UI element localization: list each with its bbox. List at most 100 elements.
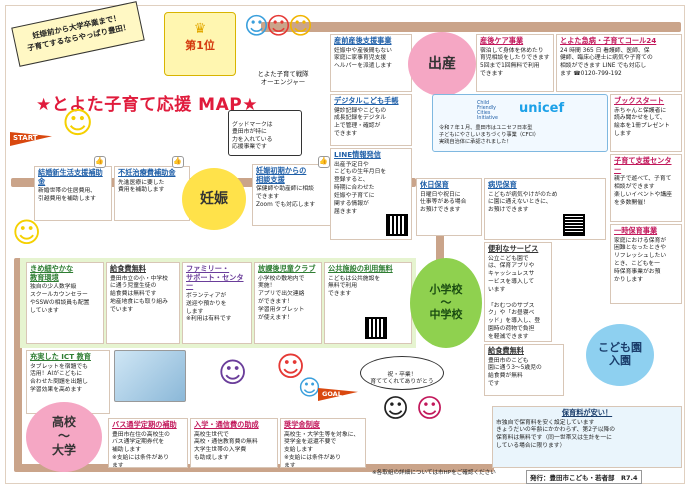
unicef-logo: unicef: [519, 101, 565, 116]
cell-childcare-center-title: 子育て支援センター: [614, 156, 672, 174]
cell-temporary-care-title: 一時保育事業: [614, 226, 658, 235]
map-board: 妊娠前から大学卒業まで！ 子育てするならやっぱり豊田！ ♛ 第1位 ☺ ☺ ☺ …: [5, 1, 685, 484]
celebrate-text: 祝・卒業！ 育ててくれてありがとう: [370, 371, 434, 386]
cell-infertility-body: 先進医療に要した 費用を補助します: [118, 179, 165, 194]
cell-education-env[interactable]: きめ細やかな 教育環境 独自の少人数学級 スクールカウンセラー やSSWの相談員…: [26, 262, 104, 344]
cell-childcare-center[interactable]: 子育て支援センター 親子で遊べて、子育て 相談ができます 楽しいイベントや講座 …: [610, 154, 682, 222]
start-flag: START: [10, 132, 54, 152]
cell-scholarship[interactable]: 奨学金制度 高校生・大学生等を対象に、 奨学金を返還不要で 支給します ※支給に…: [280, 418, 366, 468]
hero-character-icon: ☺: [218, 356, 248, 389]
cell-ict-title: 充実した ICT 教育: [30, 352, 91, 361]
cell-marriage-title: 結婚新生活支援補助金: [38, 168, 103, 186]
tablet-photo: [114, 350, 186, 402]
cell-pregnancy-consult[interactable]: 妊娠初期からの 相談支援 保健師や助産師に相談 できます Zoom でも対応しま…: [252, 164, 332, 226]
cell-public-facility-body: こどもは公共施設を 無料で利用 できます: [328, 275, 381, 298]
cell-digital-handbook[interactable]: デジタルこども手帳 健診記録やこどもの 成長記録をデジタル 上で管理・確認が で…: [330, 94, 412, 146]
graduate-character-icon: ☺: [416, 394, 444, 424]
cell-bus-body: 豊田市在住の高校生の バス通学定期券代を 補助します ※支給には条件があり ます: [112, 431, 170, 468]
cell-family-support[interactable]: ファミリー・ サポート・センター ボランティアが 送迎や預かりを します ※利用…: [182, 262, 252, 344]
award-caption1: とよた子育て戦隊: [257, 70, 309, 78]
cell-infertility[interactable]: 不妊治療費補助金 先進医療に要した 費用を補助します: [114, 166, 190, 221]
cell-scholarship-body: 高校生・大学生等を対象に、 奨学金を返還不要で 支給します ※支給には条件があり…: [284, 431, 360, 468]
cell-holiday-care[interactable]: 休日保育 日曜日や祝日に 仕事等がある場合 お預けできます: [416, 178, 482, 236]
cell-sick-care[interactable]: 病児保育 こどもが病気やけがのため に園に通えないときに、 お預けできます: [484, 178, 606, 240]
cell-postpartum-care-title: 産後ケア事業: [480, 36, 524, 45]
hero-character-icon: ☺: [62, 106, 94, 141]
thumbs-up-icon: 👍: [318, 156, 330, 168]
qr-code-icon[interactable]: [385, 213, 409, 237]
cell-line-info[interactable]: LINE情報発信 出産予定日や こどもの生年月日を 登録すると、 時期に合わせた…: [330, 148, 412, 240]
hero-character-icon: ☺: [12, 216, 42, 249]
cell-line-info-body: 出産予定日や こどもの生年月日を 登録すると、 時期に合わせた 妊娠や子育てに …: [334, 161, 387, 215]
cell-free-meals-preschool[interactable]: 給食費無料 豊田市のこども 園に通う3～5歳児の 給食費が無料 です: [484, 344, 564, 396]
cell-postpartum-support-body: 妊娠中や産後間もない 家庭に家事育児支援 ヘルパーを派遣します: [334, 47, 392, 70]
qr-code-icon[interactable]: [562, 213, 586, 237]
stage-school-label: 小学校 ～ 中学校: [429, 283, 463, 322]
cell-family-support-body: ボランティアが 送迎や預かりを します ※利用は有料です: [186, 292, 232, 323]
cell-pregnancy-consult-title: 妊娠初期からの 相談支援: [256, 166, 307, 184]
cell-convenient-service-body: 公立こども園で は、保育アプリや キャッシュレスサ ービスを導入して います 「…: [488, 255, 541, 340]
cell-bookstart-body: 赤ちゃんと保護者に 読み聞かせをして、 絵本を1冊プレゼント します: [614, 107, 670, 138]
cell-bus[interactable]: バス通学定期の補助 豊田市在住の高校生の バス通学定期券代を 補助します ※支給…: [108, 418, 188, 468]
footer-issuer: 発行：豊田市こども・若者部 R7.4: [526, 470, 642, 484]
cell-sick-care-body: こどもが病気やけがのため に園に通えないときに、 お預けできます: [488, 191, 558, 214]
start-label: START: [13, 134, 38, 142]
hero-character-icon: ☺: [276, 350, 306, 383]
good-mark-text: グッドマークは 豊田市が特に 力を入れている 応援事業です: [232, 121, 273, 151]
cell-school-meals-body: 豊田市立の小・中学校 に通う児童生徒の 給食費は無料です 地産地食にも取り組み …: [110, 275, 168, 313]
cell-emergency-call-body: 24 時間 365 日 看護師、医師、保 健師、臨床心理士に病気や子育ての 相談…: [560, 47, 653, 78]
stage-birth-label: 出産: [428, 55, 456, 72]
cell-ict-body: タブレットを宿題でも 活用！AIがこどもに 合わせた問題を出題し 学習効果を高め…: [30, 363, 88, 394]
cell-postpartum-care[interactable]: 産後ケア事業 宿泊して身体を休めたり 育児相談をしたりできます 5回まで1回無料…: [476, 34, 554, 92]
cell-education-env-title: きめ細やかな 教育環境: [30, 264, 74, 282]
cell-digital-handbook-body: 健診記録やこどもの 成長記録をデジタル 上で管理・確認が できます: [334, 107, 387, 138]
cell-after-school[interactable]: 放課後児童クラブ 小学校の敷地内で 実施！ アプリで出欠連絡 ができます！ 学習…: [254, 262, 322, 344]
cell-public-facility[interactable]: 公共施設の利用無料 こどもは公共施設を 無料で利用 できます: [324, 262, 412, 344]
path-bottom: [14, 464, 494, 472]
hero-character-icon: ☺: [298, 376, 321, 401]
cell-convenient-service-title: 便利なサービス: [488, 244, 539, 253]
hero-character-icon: ☺: [266, 12, 292, 40]
cell-bookstart[interactable]: ブックスタート 赤ちゃんと保護者に 読み聞かせをして、 絵本を1冊プレゼント し…: [610, 94, 682, 152]
cell-sick-care-title: 病児保育: [488, 180, 517, 189]
goal-flag: GOAL: [318, 388, 358, 402]
award-caption2: オーエンジャー: [260, 78, 306, 86]
page-title: ★とよた子育て応援 MAP★: [36, 95, 258, 115]
cell-childcare-fee[interactable]: 保育料が安い！ 市独自で保育料を安く設定しています きょうだいの年齢にかかわらず…: [492, 406, 682, 468]
cell-postpartum-care-body: 宿泊して身体を休めたり 育児相談をしたりできます 5回まで1回無料で利用 できま…: [480, 47, 550, 78]
stage-preschool-label: こども園 入園: [598, 341, 642, 367]
award-caption: とよた子育て戦隊 オーエンジャー: [238, 70, 328, 86]
cell-marriage[interactable]: 結婚新生活支援補助金 新婚世帯の住居費用、 引越費用を補助します: [34, 166, 112, 221]
cell-emergency-call-title: とよた急病・子育てコール24: [560, 36, 657, 45]
hero-group: ☺ ☺ ☺: [244, 12, 314, 67]
cell-free-meals-preschool-title: 給食費無料: [488, 346, 524, 355]
cell-emergency-call[interactable]: とよた急病・子育てコール24 24 時間 365 日 看護師、医師、保 健師、臨…: [556, 34, 682, 92]
goal-label: GOAL: [322, 390, 342, 398]
cell-pregnancy-consult-body: 保健師や助産師に相談 できます Zoom でも対応します: [256, 186, 316, 208]
cell-school-meals-title: 給食費無料: [110, 264, 146, 273]
award-badge: ♛ 第1位: [164, 12, 236, 76]
cell-after-school-title: 放課後児童クラブ: [258, 264, 316, 273]
celebrate-bubble: 祝・卒業！ 育ててくれてありがとう: [360, 356, 444, 390]
cell-family-support-title: ファミリー・ サポート・センター: [186, 264, 244, 291]
stage-highschool-label: 高校 ～ 大学: [51, 415, 76, 457]
cell-free-meals-preschool-body: 豊田市のこども 園に通う3～5歳児の 給食費が無料 です: [488, 357, 542, 388]
cell-temporary-care[interactable]: 一時保育事業 家庭における保育が 困難となったときや リフレッシュしたい とき、…: [610, 224, 682, 304]
cell-school-meals[interactable]: 給食費無料 豊田市立の小・中学校 に通う児童生徒の 給食費は無料です 地産地食に…: [106, 262, 180, 344]
cell-ict[interactable]: 充実した ICT 教育 タブレットを宿題でも 活用！AIがこどもに 合わせた問題…: [26, 350, 110, 414]
stage-pregnancy: 妊娠: [182, 168, 246, 230]
qr-code-icon[interactable]: [364, 316, 388, 340]
stage-highschool: 高校 ～ 大学: [26, 402, 102, 472]
cell-scholarship-title: 奨学金制度: [284, 420, 320, 429]
cell-entrance[interactable]: 入学・通信費の助成 高校生世代で 高校・通信教育費の無料 大学生世帯の入学費 も…: [190, 418, 278, 468]
cfci-label: Child Friendly Cities Initiative: [477, 101, 498, 122]
cell-bus-title: バス通学定期の補助: [112, 420, 177, 429]
thumbs-up-icon: 👍: [172, 156, 184, 168]
cell-convenient-service[interactable]: 便利なサービス 公立こども園で は、保育アプリや キャッシュレスサ ービスを導入…: [484, 242, 552, 342]
cell-childcare-fee-title: 保育料が安い！: [561, 408, 613, 417]
cell-temporary-care-body: 家庭における保育が 困難となったときや リフレッシュしたい とき、こどもを一 時…: [614, 237, 667, 283]
cell-postpartum-support[interactable]: 産前産後支援事業 妊娠中や産後間もない 家庭に家事育児支援 ヘルパーを派遣します: [330, 34, 412, 92]
path-left-vertical: [14, 258, 22, 468]
cell-entrance-title: 入学・通信費の助成: [194, 420, 259, 429]
stage-preschool: こども園 入園: [586, 324, 654, 386]
